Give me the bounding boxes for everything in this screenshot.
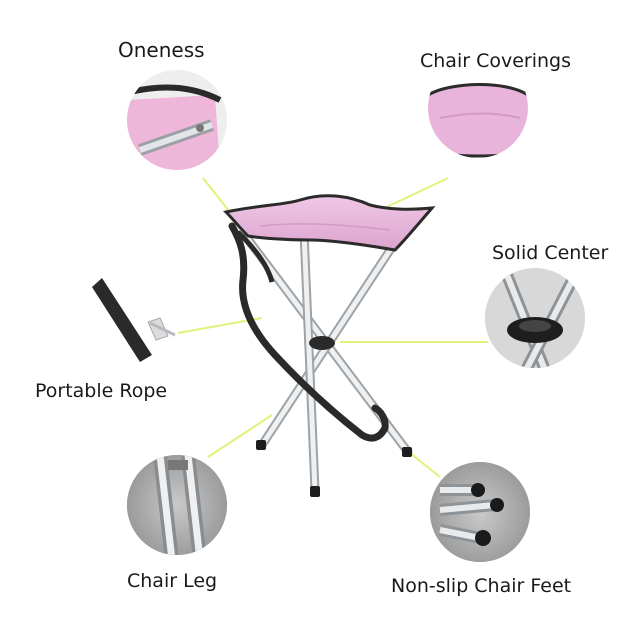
leader-leg bbox=[207, 414, 273, 458]
label-portable-rope: Portable Rope bbox=[35, 380, 168, 402]
detail-solid-center bbox=[485, 268, 585, 368]
label-solid-center: Solid Center bbox=[492, 242, 609, 264]
stool-feet bbox=[256, 440, 412, 497]
detail-chair-leg bbox=[127, 455, 227, 555]
detail-non-slip-feet bbox=[430, 462, 530, 562]
label-oneness: Oneness bbox=[118, 38, 205, 62]
leader-feet bbox=[409, 452, 441, 478]
seat-fabric bbox=[222, 194, 436, 252]
center-hub bbox=[309, 336, 335, 350]
detail-oneness bbox=[127, 70, 227, 170]
label-chair-coverings: Chair Coverings bbox=[420, 50, 571, 72]
label-chair-leg: Chair Leg bbox=[127, 570, 218, 592]
stool-legs bbox=[242, 227, 413, 495]
stool-illustration bbox=[222, 194, 436, 497]
carry-strap bbox=[228, 222, 389, 442]
detail-portable-rope bbox=[92, 278, 176, 362]
label-non-slip-feet: Non-slip Chair Feet bbox=[391, 575, 572, 597]
detail-chair-coverings bbox=[428, 58, 528, 158]
